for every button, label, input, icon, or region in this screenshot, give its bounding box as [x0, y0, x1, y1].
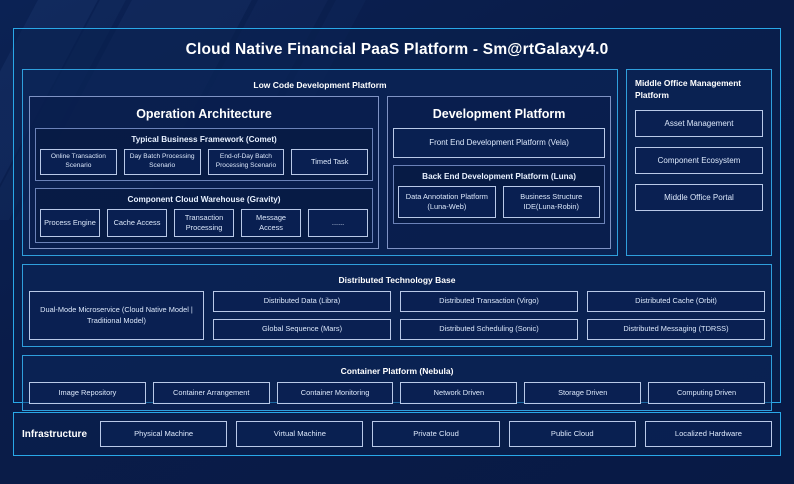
typical-business-framework-panel: Typical Business Framework (Comet) Onlin… — [35, 128, 374, 181]
chip-computing-driven[interactable]: Computing Driven — [648, 381, 765, 404]
chip-component-ecosystem[interactable]: Component Ecosystem — [635, 147, 763, 175]
chip-public-cloud[interactable]: Public Cloud — [508, 421, 636, 447]
chip-more-ellipsis[interactable]: ...... — [308, 208, 369, 237]
chip-distributed-messaging[interactable]: Distributed Messaging (TDRSS) — [587, 318, 765, 340]
chip-image-repository[interactable]: Image Repository — [29, 381, 146, 404]
chip-message-access[interactable]: Message Access — [241, 208, 302, 237]
distributed-technology-base-panel: Distributed Technology Base Dual-Mode Mi… — [22, 263, 772, 347]
typical-business-framework-title: Typical Business Framework (Comet) — [131, 135, 277, 144]
chip-network-driven[interactable]: Network Driven — [400, 381, 518, 404]
middle-office-management-platform-panel: Middle Office Management Platform Asset … — [626, 69, 772, 256]
infrastructure-label: Infrastructure — [22, 428, 88, 440]
middle-office-title: Middle Office Management Platform — [635, 78, 742, 101]
low-code-columns: Operation Architecture Typical Business … — [29, 96, 611, 249]
chip-front-end-development-platform[interactable]: Front End Development Platform (Vela) — [393, 128, 605, 158]
chip-business-structure-ide[interactable]: Business Structure IDE(Luna-Robin) — [502, 186, 601, 218]
chip-online-transaction-scenario[interactable]: Online Transaction Scenario — [40, 149, 117, 175]
chip-private-cloud[interactable]: Private Cloud — [372, 421, 500, 447]
platform-body: Low Code Development Platform Operation … — [14, 69, 780, 419]
operation-architecture-sections: Typical Business Framework (Comet) Onlin… — [35, 128, 374, 243]
chip-data-annotation-platform[interactable]: Data Annotation Platform (Luna-Web) — [398, 186, 496, 218]
container-platform-title: Container Platform (Nebula) — [340, 365, 454, 376]
low-code-development-platform-panel: Low Code Development Platform Operation … — [22, 69, 618, 256]
chip-distributed-scheduling[interactable]: Distributed Scheduling (Sonic) — [400, 318, 578, 340]
chip-container-monitoring[interactable]: Container Monitoring — [276, 381, 394, 404]
distributed-column-1: Distributed Data (Libra) Global Sequence… — [213, 290, 391, 340]
low-code-platform-title: Low Code Development Platform — [253, 80, 387, 90]
chip-distributed-cache[interactable]: Distributed Cache (Orbit) — [587, 290, 765, 312]
chip-transaction-processing[interactable]: Transaction Processing — [174, 208, 235, 237]
chip-physical-machine[interactable]: Physical Machine — [100, 421, 228, 447]
back-end-development-platform-panel: Back End Development Platform (Luna) Dat… — [393, 165, 605, 224]
distributed-technology-base-title: Distributed Technology Base — [338, 274, 456, 285]
development-platform-title: Development Platform — [432, 107, 566, 121]
chip-asset-management[interactable]: Asset Management — [635, 110, 763, 138]
chip-global-sequence[interactable]: Global Sequence (Mars) — [213, 318, 391, 340]
back-end-development-platform-items: Data Annotation Platform (Luna-Web) Busi… — [398, 186, 601, 218]
chip-storage-driven[interactable]: Storage Driven — [524, 381, 642, 404]
distributed-technology-base-grid: Dual-Mode Microservice (Cloud Native Mod… — [29, 290, 765, 340]
chip-cache-access[interactable]: Cache Access — [107, 208, 168, 237]
development-platform-panel: Development Platform Front End Developme… — [387, 96, 611, 249]
operation-architecture-panel: Operation Architecture Typical Business … — [29, 96, 380, 249]
chip-end-of-day-batch-processing-scenario[interactable]: End-of-Day Batch Processing Scenario — [207, 149, 285, 175]
chip-day-batch-processing-scenario[interactable]: Day Batch Processing Scenario — [123, 149, 201, 175]
chip-localized-hardware[interactable]: Localized Hardware — [644, 421, 773, 447]
chip-container-arrangement[interactable]: Container Arrangement — [152, 381, 270, 404]
container-platform-panel: Container Platform (Nebula) Image Reposi… — [22, 354, 772, 411]
back-end-development-platform-title: Back End Development Platform (Luna) — [422, 172, 576, 181]
operation-architecture-title: Operation Architecture — [136, 107, 272, 121]
container-platform-items: Image Repository Container Arrangement C… — [29, 381, 765, 404]
distributed-column-3: Distributed Cache (Orbit) Distributed Me… — [587, 290, 765, 340]
chip-dual-mode-microservice[interactable]: Dual-Mode Microservice (Cloud Native Mod… — [29, 290, 204, 340]
top-row: Low Code Development Platform Operation … — [22, 69, 772, 256]
chip-middle-office-portal[interactable]: Middle Office Portal — [635, 184, 763, 212]
chip-virtual-machine[interactable]: Virtual Machine — [236, 421, 364, 447]
main-platform-frame: Cloud Native Financial PaaS Platform - S… — [13, 28, 781, 411]
component-cloud-warehouse-items: Process Engine Cache Access Transaction … — [40, 208, 369, 237]
chip-timed-task[interactable]: Timed Task — [291, 149, 369, 175]
page-title: Cloud Native Financial PaaS Platform - S… — [185, 41, 609, 58]
chip-distributed-data[interactable]: Distributed Data (Libra) — [213, 290, 391, 312]
component-cloud-warehouse-title: Component Cloud Warehouse (Gravity) — [127, 194, 281, 204]
chip-distributed-transaction[interactable]: Distributed Transaction (Virgo) — [400, 290, 578, 312]
infrastructure-panel: Infrastructure Physical Machine Virtual … — [13, 412, 781, 456]
chip-process-engine[interactable]: Process Engine — [40, 208, 101, 237]
distributed-column-2: Distributed Transaction (Virgo) Distribu… — [400, 290, 578, 340]
typical-business-framework-items: Online Transaction Scenario Day Batch Pr… — [40, 149, 369, 175]
development-platform-sections: Front End Development Platform (Vela) Ba… — [393, 128, 605, 224]
component-cloud-warehouse-panel: Component Cloud Warehouse (Gravity) Proc… — [35, 187, 374, 243]
